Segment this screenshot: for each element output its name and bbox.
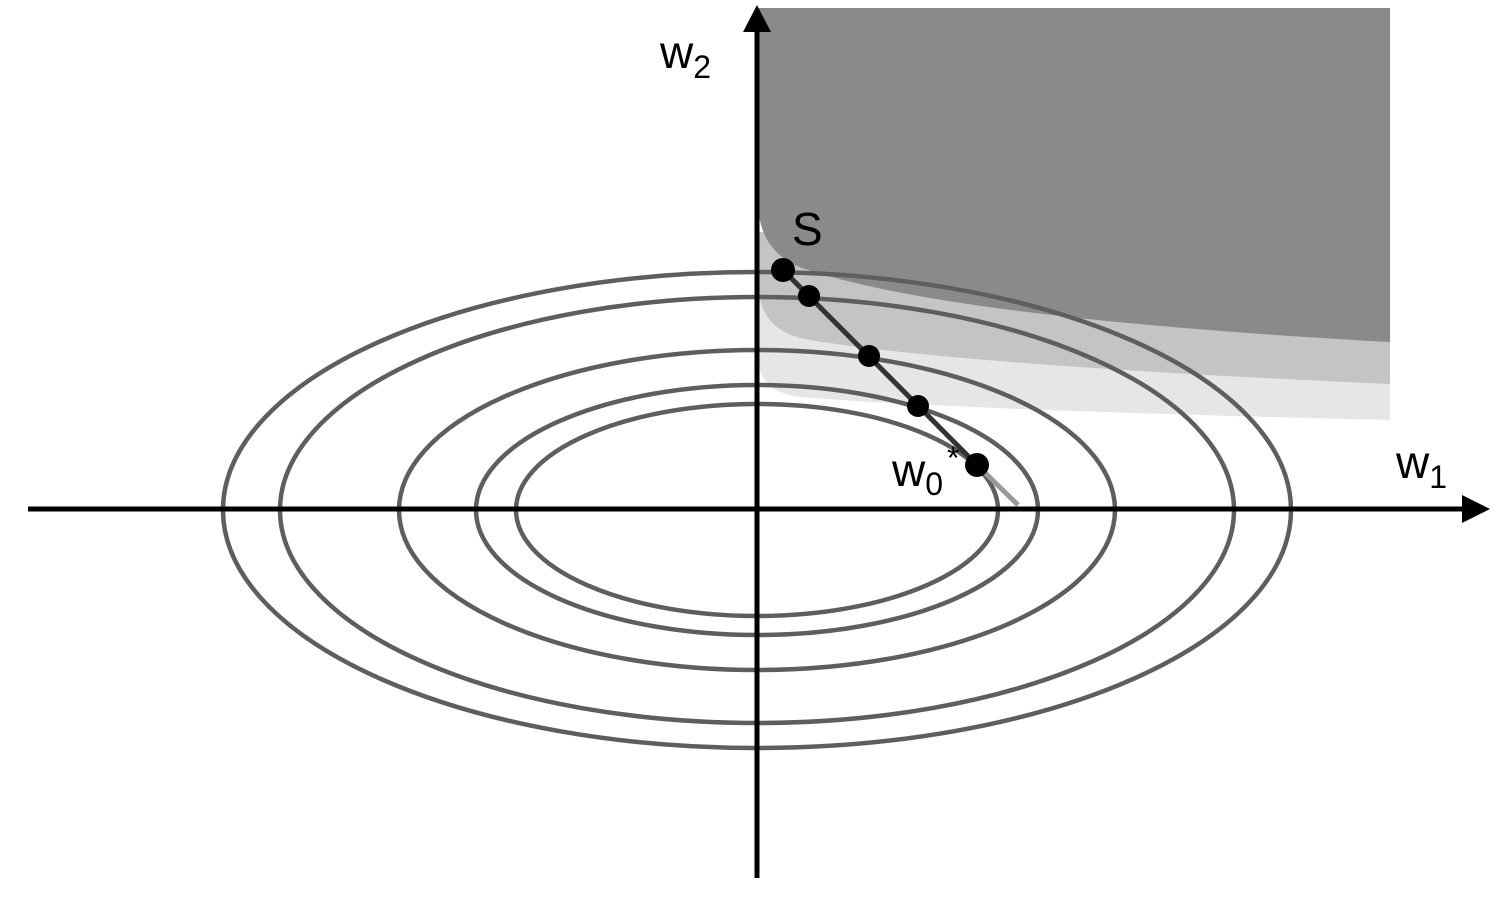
- point-w0-star: [965, 453, 989, 477]
- path-points: [771, 258, 989, 477]
- s-label: S: [792, 203, 823, 255]
- w1-axis-label: w1: [1395, 436, 1447, 495]
- region-dark: [758, 8, 1390, 342]
- w0-star-label: w0*: [891, 440, 959, 502]
- w2-axis-label: w2: [659, 26, 711, 85]
- point-s: [771, 258, 795, 282]
- w2-axis-arrowhead: [743, 5, 771, 32]
- path-point-2: [798, 285, 820, 307]
- w1-axis-arrowhead: [1462, 495, 1490, 523]
- path-point-4: [907, 395, 929, 417]
- path-point-3: [858, 345, 880, 367]
